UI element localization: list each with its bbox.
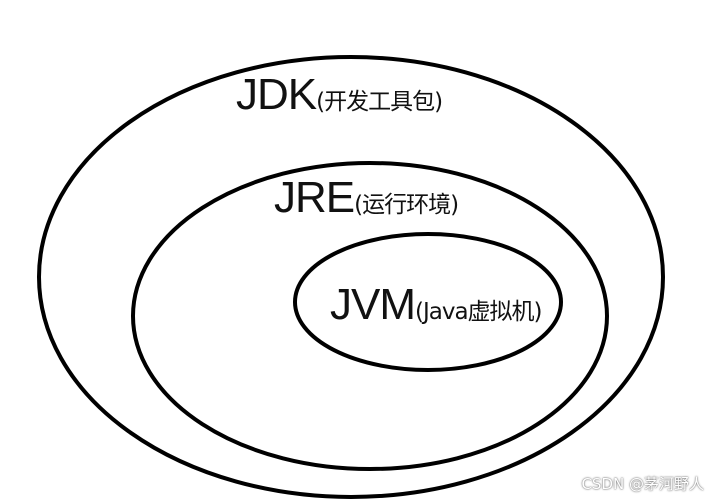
jdk-description: (开发工具包) [316,89,443,115]
jdk-ellipse [37,55,665,499]
jvm-label: JVM(Java虚拟机) [330,280,543,329]
jvm-description: (Java虚拟机) [415,299,543,325]
jdk-label: JDK(开发工具包) [236,70,443,119]
jre-ellipse [131,161,609,471]
jre-label: JRE(运行环境) [274,173,459,222]
jdk-name: JDK [236,70,317,119]
jre-description: (运行环境) [354,192,459,218]
jvm-name: JVM [330,280,416,329]
jvm-ellipse [293,232,563,372]
watermark: CSDN @茅河野人 [581,475,704,493]
jre-name: JRE [274,173,355,222]
